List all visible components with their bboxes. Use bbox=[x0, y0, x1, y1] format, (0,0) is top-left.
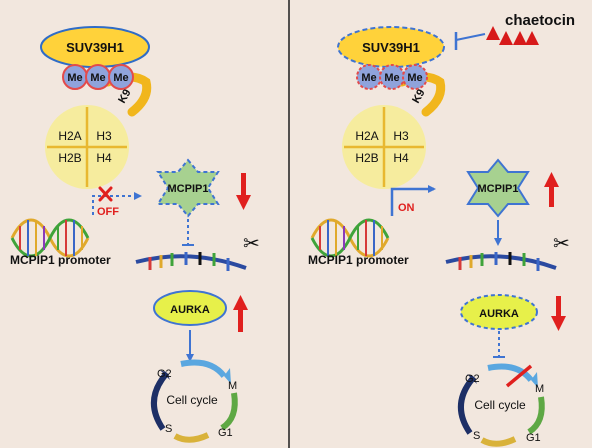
cell-cycle-right bbox=[457, 363, 545, 447]
chaetocin-triangles bbox=[486, 26, 539, 45]
phase-s-right: S bbox=[473, 430, 480, 442]
off-label: OFF bbox=[97, 206, 119, 218]
aurka-down-arrow bbox=[551, 296, 566, 331]
mcpip1-label-right: MCPIP1 bbox=[478, 183, 519, 195]
phase-s-left: S bbox=[165, 423, 172, 435]
methyl-label-1: Me bbox=[67, 72, 82, 84]
methyl-label-3-right: Me bbox=[407, 72, 422, 84]
dna-helix-right bbox=[310, 218, 390, 258]
mcpip1-up-arrow bbox=[544, 172, 559, 207]
phase-g1-right: G1 bbox=[526, 432, 541, 444]
histone-h2b: H2B bbox=[58, 151, 81, 165]
on-label: ON bbox=[398, 202, 415, 214]
aurka-ellipse-left bbox=[153, 290, 227, 326]
scissors-icon-right: ✂ bbox=[553, 233, 570, 255]
phase-g2-left: G2 bbox=[157, 368, 172, 380]
methyl-label-1-right: Me bbox=[361, 72, 376, 84]
suv39h1-label-right: SUV39H1 bbox=[362, 40, 420, 55]
mcpip1-down-arrow bbox=[236, 173, 251, 210]
chaetocin-label: chaetocin bbox=[505, 12, 575, 29]
histone-h2a: H2A bbox=[58, 129, 81, 143]
histone-h4-right: H4 bbox=[393, 151, 409, 165]
mcpip1-star-right bbox=[466, 158, 530, 218]
off-connector bbox=[92, 192, 142, 215]
aurka-label-left: AURKA bbox=[170, 304, 210, 316]
methyl-label-2: Me bbox=[90, 72, 105, 84]
left-panel: SUV39H1 K9 Me Me Me H2A H3 H2B H4 OFF bbox=[10, 26, 260, 443]
on-connector bbox=[390, 185, 436, 216]
histone-h3: H3 bbox=[96, 129, 112, 143]
aurka-ellipse-right bbox=[460, 294, 538, 330]
chaetocin-inhibit-line bbox=[455, 33, 486, 41]
aurka-label-right: AURKA bbox=[479, 308, 519, 320]
histone-h2b-right: H2B bbox=[355, 151, 378, 165]
cell-cycle-label-right: Cell cycle bbox=[474, 398, 526, 412]
off-cross-icon bbox=[98, 186, 113, 202]
methyl-label-3: Me bbox=[113, 72, 128, 84]
methyl-label-2-right: Me bbox=[384, 72, 399, 84]
dna-helix-left bbox=[10, 218, 90, 258]
histone-h2a-right: H2A bbox=[355, 129, 378, 143]
phase-m-right: M bbox=[535, 383, 544, 395]
cell-cycle-label-left: Cell cycle bbox=[166, 393, 218, 407]
suv39h1-label: SUV39H1 bbox=[66, 40, 124, 55]
scissors-icon-left: ✂ bbox=[243, 233, 260, 255]
cycle-block-slash bbox=[505, 364, 533, 388]
mrna-right bbox=[445, 252, 557, 271]
histone-h4: H4 bbox=[96, 151, 112, 165]
methyl-3-right bbox=[402, 64, 428, 90]
phase-g1-left: G1 bbox=[218, 427, 233, 439]
cell-cycle-left bbox=[150, 359, 238, 443]
mrna-left bbox=[135, 252, 247, 271]
promoter-label-left: MCPIP1 promoter bbox=[10, 253, 111, 267]
right-panel: chaetocin SUV39H1 K9 Me Me Me H2A H3 H2B… bbox=[308, 12, 575, 447]
phase-m-left: M bbox=[228, 380, 237, 392]
mcpip1-star-left bbox=[156, 158, 220, 218]
phase-g2-right: G2 bbox=[465, 373, 480, 385]
aurka-up-arrow bbox=[233, 295, 248, 332]
methyl-3 bbox=[108, 64, 134, 90]
mcpip1-label-left: MCPIP1 bbox=[168, 183, 209, 195]
histone-h3-right: H3 bbox=[393, 129, 409, 143]
promoter-label-right: MCPIP1 promoter bbox=[308, 253, 409, 267]
